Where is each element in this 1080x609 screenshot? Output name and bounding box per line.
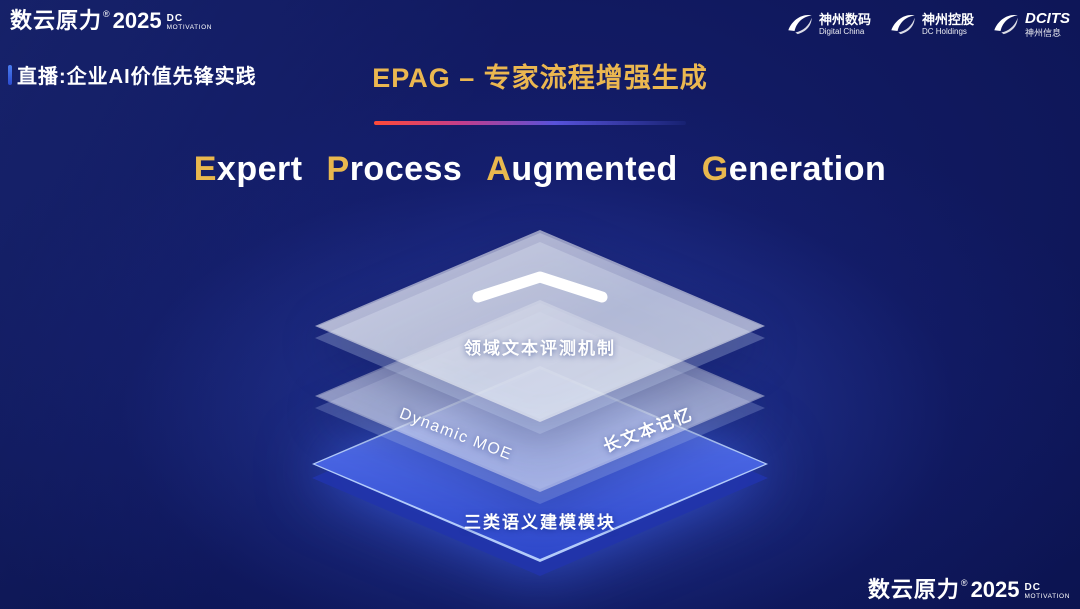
brand-name-cn: 数云原力 [867, 577, 960, 602]
gradient-divider [374, 121, 686, 125]
brand-year: 2025 [970, 577, 1020, 602]
layer-face [318, 233, 762, 419]
logo-text: DCITS 神州信息 [1025, 10, 1070, 38]
label-bottom-layer: 三类语义建模模块 [464, 513, 616, 532]
logo-dc-holdings: 神州控股 DC Holdings [889, 10, 974, 38]
brand-year: 2025 [112, 8, 162, 33]
subtitle-word: Process [327, 150, 463, 189]
live-topic: 直播:企业AI价值先锋实践 [8, 60, 257, 89]
subtitle-rest: rocess [349, 150, 463, 188]
subtitle: Expert Process Augmented Generation [0, 150, 1080, 189]
logo-text: 神州数码 Digital China [819, 12, 871, 37]
subtitle-word: Expert [194, 150, 303, 189]
layer-top [315, 230, 765, 434]
subtitle-lead-letter: G [701, 150, 729, 188]
logo-cn: 神州控股 [921, 11, 974, 27]
subtitle-rest: eneration [728, 150, 887, 188]
subtitle-rest: xpert [216, 150, 303, 188]
brand-motivation: MOTIVATION [1024, 593, 1070, 600]
partner-logos: 神州数码 Digital China 神州控股 DC Holdings DCIT… [786, 10, 1070, 38]
page-title: EPAG – 专家流程增强生成 [372, 63, 708, 93]
subtitle-lead-letter: E [193, 150, 217, 188]
subtitle-lead-letter: P [326, 150, 350, 188]
brand-reg-mark: ® [960, 578, 968, 588]
logo-text: 神州控股 DC Holdings [922, 12, 974, 37]
label-top-layer: 领域文本评测机制 [464, 339, 616, 358]
brand-name-cn: 数云原力 [10, 8, 103, 33]
brand-dc: DC [1024, 582, 1041, 593]
layer-diagram: 领域文本评测机制 Dynamic MOE 长文本记忆 三类语义建模模块 [310, 230, 770, 580]
subtitle-lead-letter: A [486, 150, 512, 188]
swoosh-icon [994, 15, 1018, 35]
brand-logo-top-left: 数云原力 ® 2025 DC MOTIVATION [10, 10, 212, 32]
logo-cn: 神州信息 [1025, 27, 1062, 38]
swoosh-icon [788, 15, 812, 35]
live-topic-label: 直播:企业AI价值先锋实践 [17, 66, 257, 88]
logo-digital-china: 神州数码 Digital China [786, 10, 871, 38]
brand-reg-mark: ® [103, 9, 110, 19]
subtitle-word: Generation [702, 150, 887, 189]
brand-dc: DC [166, 13, 184, 24]
logo-en: DC Holdings [921, 27, 967, 37]
brand-logo-bottom-right: 数云原力 ® 2025 DC MOTIVATION [868, 579, 1070, 601]
logo-dcits: DCITS 神州信息 [992, 10, 1070, 38]
brand-dc-motivation: DC MOTIVATION [1025, 582, 1070, 600]
chevron-up-icon [472, 271, 608, 303]
subtitle-rest: ugmented [511, 150, 678, 188]
logo-en: DCITS [1025, 10, 1070, 27]
logo-en: Digital China [818, 27, 865, 37]
logo-cn: 神州数码 [818, 11, 871, 27]
swoosh-icon [891, 15, 915, 35]
accent-bar [8, 64, 12, 85]
subtitle-word: Augmented [486, 150, 678, 189]
brand-motivation: MOTIVATION [166, 24, 213, 31]
brand-dc-motivation: DC MOTIVATION [167, 13, 212, 31]
